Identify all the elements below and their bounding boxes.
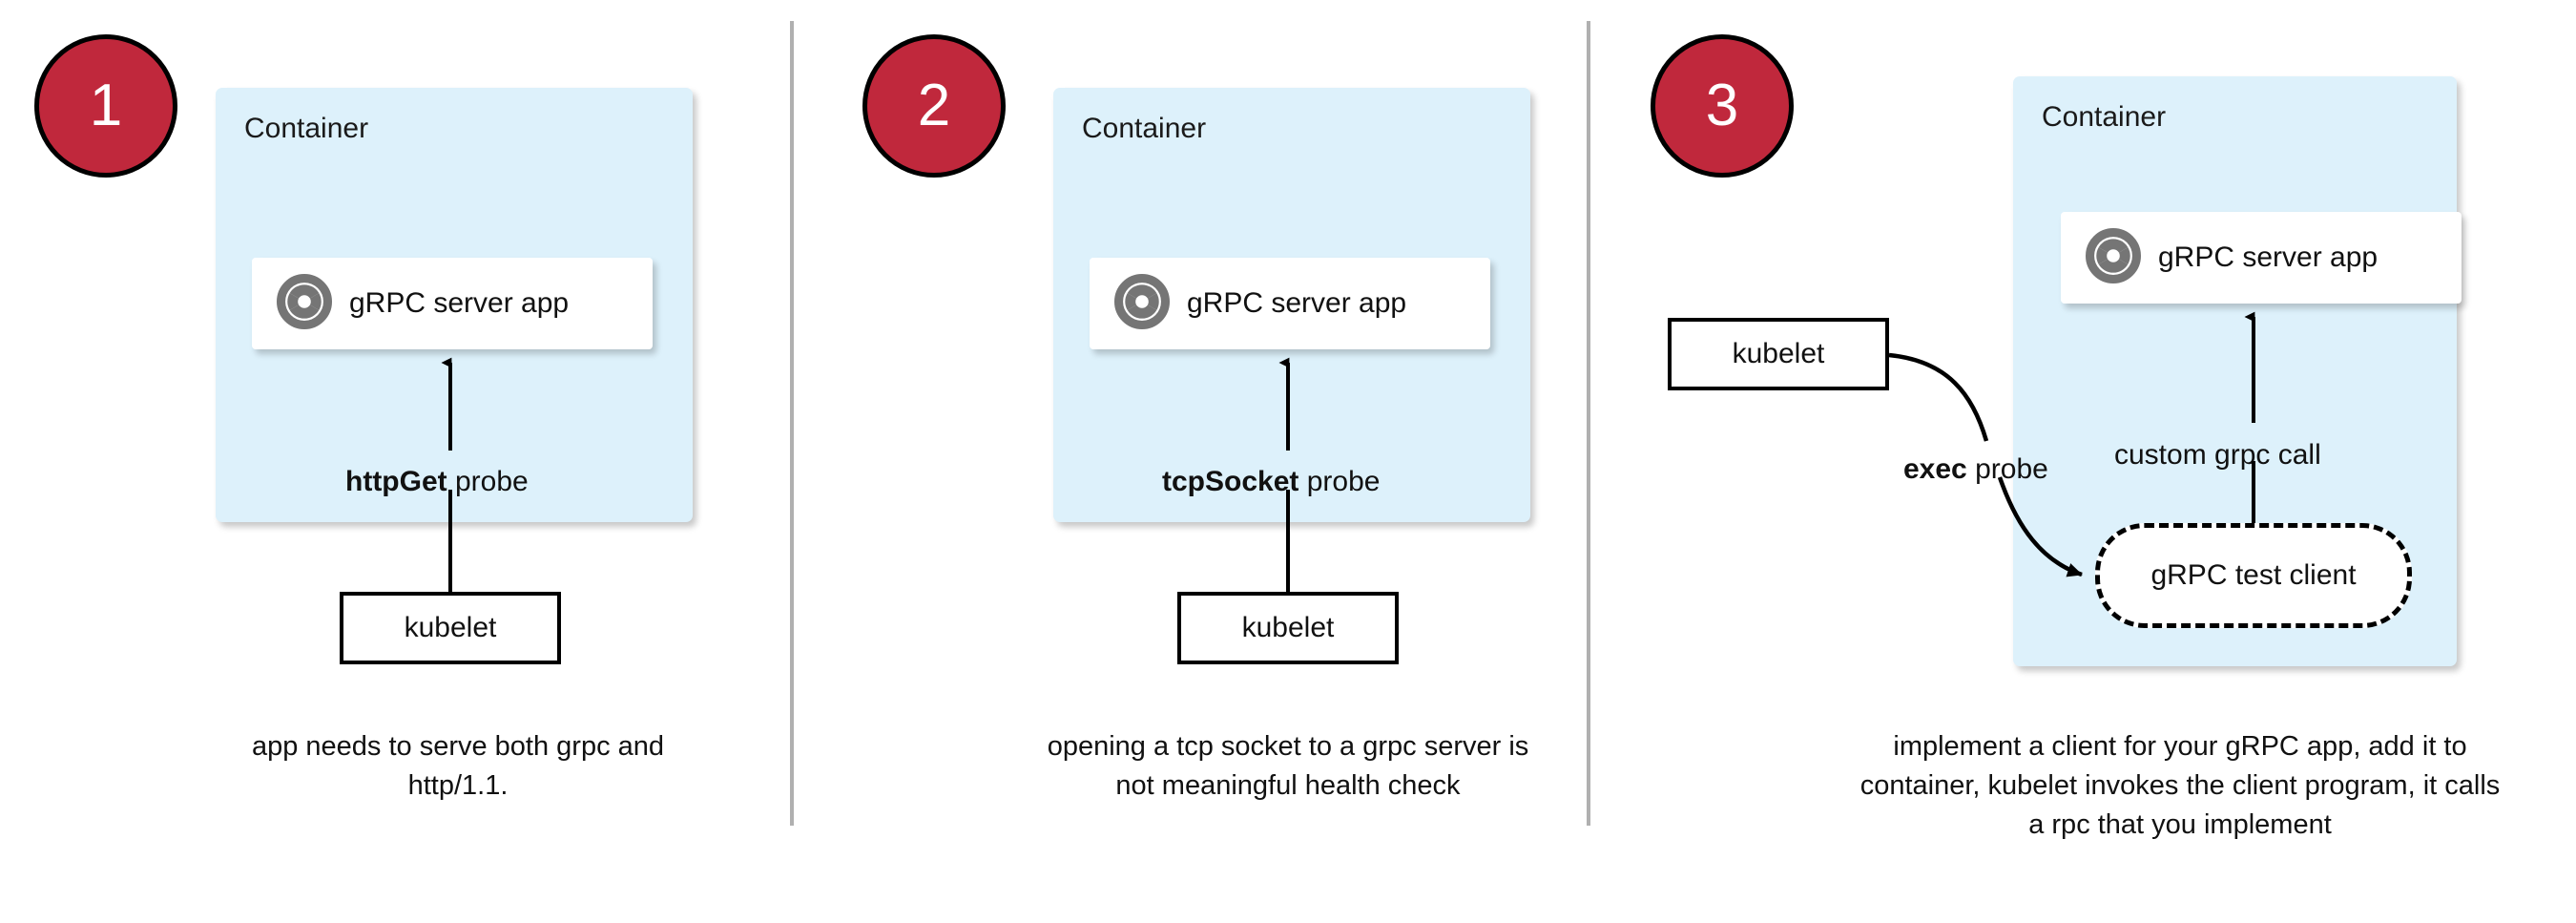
step-badge-1-number: 1 <box>89 73 123 138</box>
exec-probe-label: exec probe <box>1903 455 2048 484</box>
panel-caption-3: implement a client for your gRPC app, ad… <box>1859 731 2501 841</box>
container-label-2: Container <box>1082 113 1207 144</box>
tcpsocket-probe-label-bold: tcpSocket <box>1162 466 1299 497</box>
kubelet-label-3: kubelet <box>1732 338 1825 369</box>
tcpsocket-probe-label-rest: probe <box>1298 466 1381 497</box>
step-badge-1: 1 <box>34 34 177 178</box>
httpget-probe-label-bold: httpGet <box>345 466 447 497</box>
grpc-server-app-label-1: gRPC server app <box>349 287 570 319</box>
grpc-logo-icon <box>2086 227 2141 288</box>
kubelet-label-2: kubelet <box>1241 612 1335 643</box>
tcpsocket-probe-label: tcpSocket probe <box>1162 468 1380 496</box>
panel-divider-2 <box>1587 21 1590 826</box>
step-badge-3: 3 <box>1651 34 1794 178</box>
panel-caption-1: app needs to serve both grpc and http/1.… <box>251 731 665 802</box>
step-badge-3-number: 3 <box>1705 73 1739 138</box>
grpc-server-app-label-2: gRPC server app <box>1187 287 1407 319</box>
kubelet-box-2: kubelet <box>1177 592 1399 664</box>
grpc-logo-icon <box>277 273 332 334</box>
custom-grpc-call-label: custom grpc call <box>2109 439 2327 472</box>
step-badge-2-number: 2 <box>917 73 951 138</box>
container-label-1: Container <box>244 113 369 144</box>
exec-probe-label-bold: exec <box>1903 453 1967 485</box>
grpc-server-app-box-3: gRPC server app <box>2061 212 2462 304</box>
grpc-test-client-label: gRPC test client <box>2150 559 2357 591</box>
kubelet-box-1: kubelet <box>340 592 561 664</box>
exec-probe-label-rest: probe <box>1966 453 2048 485</box>
grpc-server-app-label-3: gRPC server app <box>2158 241 2379 273</box>
grpc-server-app-box-1: gRPC server app <box>252 258 653 349</box>
kubelet-label-1: kubelet <box>404 612 497 643</box>
step-badge-2: 2 <box>862 34 1006 178</box>
httpget-probe-label-rest: probe <box>447 466 529 497</box>
container-label-3: Container <box>2042 101 2167 133</box>
grpc-server-app-box-2: gRPC server app <box>1090 258 1490 349</box>
kubelet-box-3: kubelet <box>1668 318 1889 390</box>
httpget-probe-label: httpGet probe <box>345 468 529 496</box>
panel-caption-2: opening a tcp socket to a grpc server is… <box>1047 731 1529 802</box>
panel-divider-1 <box>790 21 794 826</box>
grpc-test-client-box: gRPC test client <box>2095 523 2412 628</box>
grpc-logo-icon <box>1114 273 1170 334</box>
